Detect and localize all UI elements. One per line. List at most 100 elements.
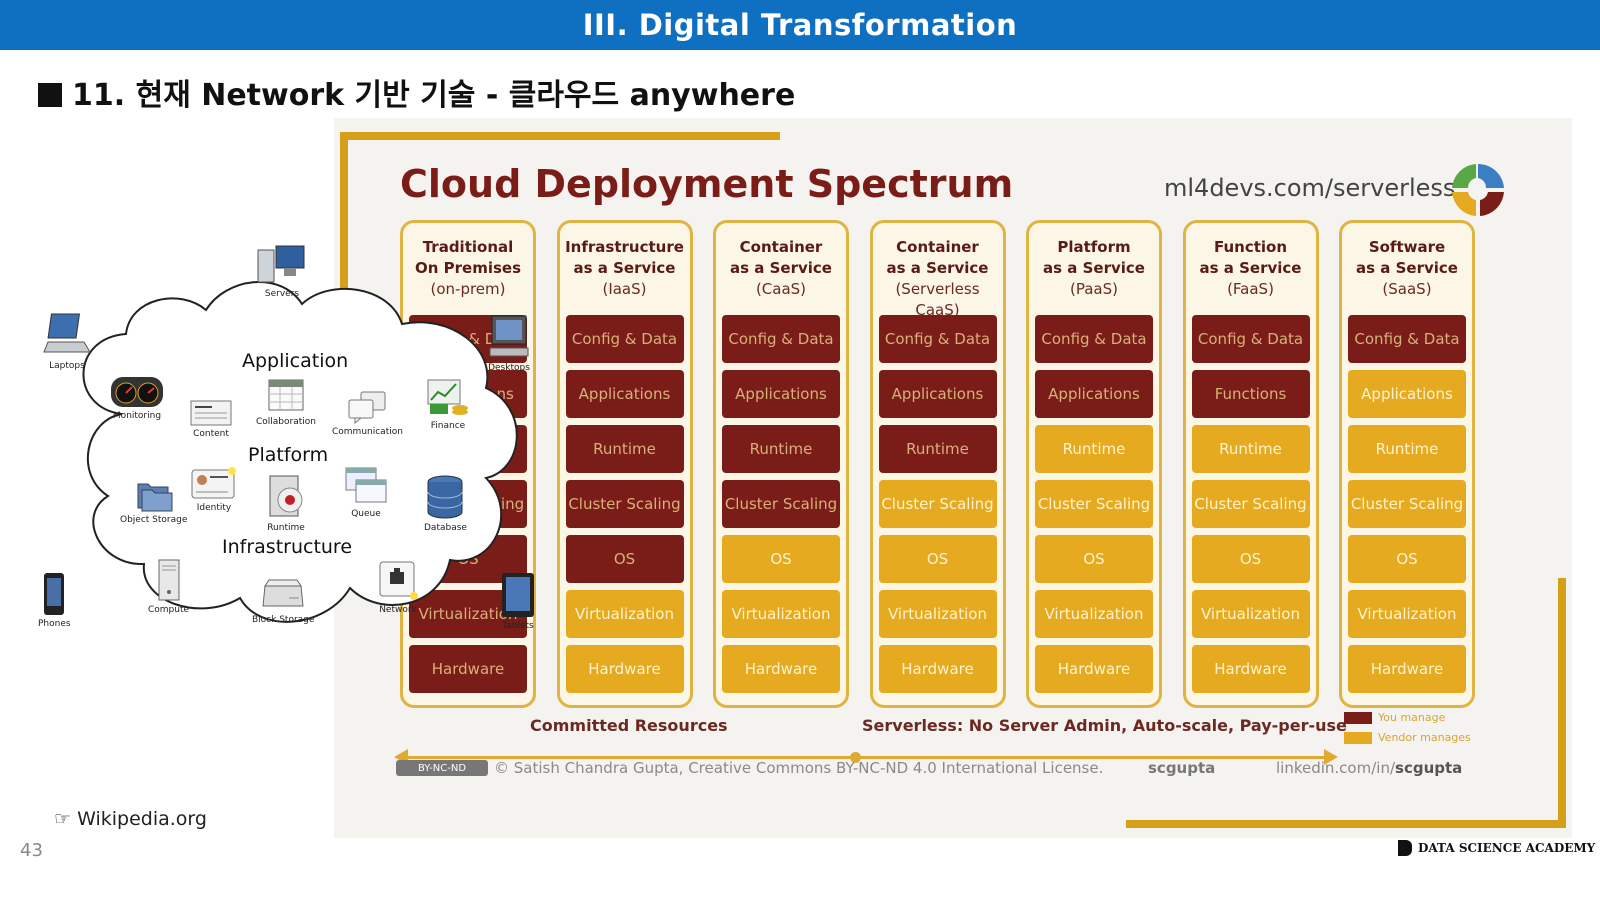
layer-box: OS xyxy=(1191,535,1310,583)
layer-box: Config & Data xyxy=(722,315,840,363)
layer-box: Virtualization xyxy=(1348,590,1466,638)
column-subtitle: (CaaS) xyxy=(755,280,807,298)
layer-box: Virtualization xyxy=(565,590,684,638)
layer-box: Cluster Scaling xyxy=(878,480,997,528)
collaboration-service: Collaboration xyxy=(256,376,316,427)
academy-logo-icon xyxy=(1398,840,1412,856)
infrastructure-heading: Infrastructure xyxy=(222,536,353,558)
content-service: Content xyxy=(190,400,232,439)
network-service: Network xyxy=(376,560,420,615)
cc-license-text: BY-NC-ND xyxy=(417,762,467,774)
linkedin-prefix: linkedin.com/in/ xyxy=(1276,759,1396,777)
tablets-label: Tablets xyxy=(502,621,534,631)
block-storage-label: Block Storage xyxy=(252,615,315,625)
layer-box: Virtualization xyxy=(878,590,997,638)
brand-name: DATA SCIENCE ACADEMY xyxy=(1418,841,1596,855)
spectrum-url: ml4devs.com/serverless xyxy=(1164,174,1456,202)
copyright-text: © Satish Chandra Gupta, Creative Commons… xyxy=(494,759,1104,777)
arrow-midpoint-dot xyxy=(850,752,861,763)
frame-corner xyxy=(340,132,348,382)
layer-box: Runtime xyxy=(565,425,684,473)
layer-box: Hardware xyxy=(1035,645,1153,693)
layer-box: Applications xyxy=(1035,370,1153,418)
layer-box: OS xyxy=(878,535,997,583)
desktops-label: Desktops xyxy=(488,363,530,373)
frame-corner xyxy=(340,132,780,140)
layer-box: Virtualization xyxy=(1035,590,1153,638)
layer-box: Config & Data xyxy=(1035,315,1153,363)
layer-box: Config & Data xyxy=(565,315,684,363)
spectrum-column: Platform as a Service(PaaS)Config & Data… xyxy=(1026,220,1162,708)
newspaper-icon xyxy=(190,400,232,426)
layer-box: Runtime xyxy=(878,425,997,473)
tablet-icon xyxy=(502,573,534,617)
layer-box: Applications xyxy=(565,370,684,418)
layer-box: Virtualization xyxy=(722,590,840,638)
spectrum-column: Infrastructure as a Service(IaaS)Config … xyxy=(556,220,693,708)
server-tower-icon xyxy=(158,559,180,601)
database-icon xyxy=(427,475,463,519)
communication-service: Communication xyxy=(332,390,403,437)
column-subtitle: (IaaS) xyxy=(602,280,647,298)
layer-box: Hardware xyxy=(565,645,684,693)
layer-box: Cluster Scaling xyxy=(1191,480,1310,528)
header-bar: III. Digital Transformation xyxy=(0,0,1600,50)
monitoring-service: Monitoring xyxy=(110,376,164,421)
frame-corner xyxy=(1558,578,1566,828)
column-subtitle: (Serverless CaaS) xyxy=(895,280,980,319)
arrow-right-icon xyxy=(1324,749,1338,765)
linkedin-text: linkedin.com/in/scgupta xyxy=(1276,759,1462,777)
source-link[interactable]: ☞ Wikipedia.org xyxy=(54,808,207,830)
identity-service: Identity xyxy=(190,466,238,513)
column-title: Software as a Service xyxy=(1356,238,1458,277)
compute-label: Compute xyxy=(148,605,190,615)
hard-drive-icon xyxy=(262,579,304,607)
column-title: Traditional On Premises xyxy=(414,238,522,277)
object-storage-label: Object Storage xyxy=(120,515,188,525)
spectrum-column: Software as a Service (SaaS) Config & Data… xyxy=(1339,220,1475,708)
layer-box: Hardware xyxy=(1191,645,1310,693)
cloud-deployment-spectrum-figure: Cloud Deployment Spectrum ml4devs.com/se… xyxy=(334,118,1572,838)
spectrum-column: Function as a Service(FaaS) Config & Data… xyxy=(1182,220,1319,708)
phone-icon xyxy=(44,573,65,615)
communication-label: Communication xyxy=(332,427,403,437)
queue-label: Queue xyxy=(351,509,381,519)
column-heading: Software as a Service (SaaS) xyxy=(1342,237,1472,300)
layer-box: Applications xyxy=(1348,370,1466,418)
gauge-icon xyxy=(111,377,163,407)
layer-box: Config & Data xyxy=(1191,315,1310,363)
legend-swatch-you xyxy=(1344,712,1372,724)
folders-icon xyxy=(137,483,173,512)
frame-corner xyxy=(1126,820,1566,828)
servers-icon xyxy=(257,245,305,283)
column-heading: Function as a Service(FaaS) xyxy=(1186,237,1316,300)
compute-service: Compute xyxy=(148,558,189,615)
identity-label: Identity xyxy=(196,503,232,513)
monitoring-label: Monitoring xyxy=(112,411,162,421)
layer-box: Hardware xyxy=(722,645,840,693)
collaboration-label: Collaboration xyxy=(256,417,316,427)
laptop-icon xyxy=(43,313,91,353)
header-title: III. Digital Transformation xyxy=(582,8,1018,42)
page-number: 43 xyxy=(20,840,43,861)
column-heading: Container as a Service (CaaS) xyxy=(716,237,846,300)
network-label: Network xyxy=(379,605,417,615)
layer-box: Config & Data xyxy=(1348,315,1466,363)
database-service: Database xyxy=(424,474,467,533)
layer-box: Cluster Scaling xyxy=(1348,480,1466,528)
spectrum-column: Container as a Service (CaaS) Config & Dat… xyxy=(713,220,849,708)
desktops-device: Desktops xyxy=(486,314,532,373)
layer-box: Hardware xyxy=(878,645,997,693)
layer-box: Functions xyxy=(1191,370,1310,418)
layer-box: OS xyxy=(1035,535,1153,583)
column-subtitle: (SaaS) xyxy=(1382,280,1432,298)
tablets-device: Tablets xyxy=(500,572,536,631)
application-heading: Application xyxy=(242,350,349,372)
column-heading: Container as a Service(Serverless CaaS) xyxy=(873,237,1003,321)
column-title: Container as a Service xyxy=(730,238,832,277)
object-storage-service: Object Storage xyxy=(120,478,187,525)
brand: DATA SCIENCE ACADEMY xyxy=(1398,840,1595,856)
layer-box: Config & Data xyxy=(878,315,997,363)
cloud-shape xyxy=(82,281,518,623)
bullet-square-icon xyxy=(38,83,62,107)
